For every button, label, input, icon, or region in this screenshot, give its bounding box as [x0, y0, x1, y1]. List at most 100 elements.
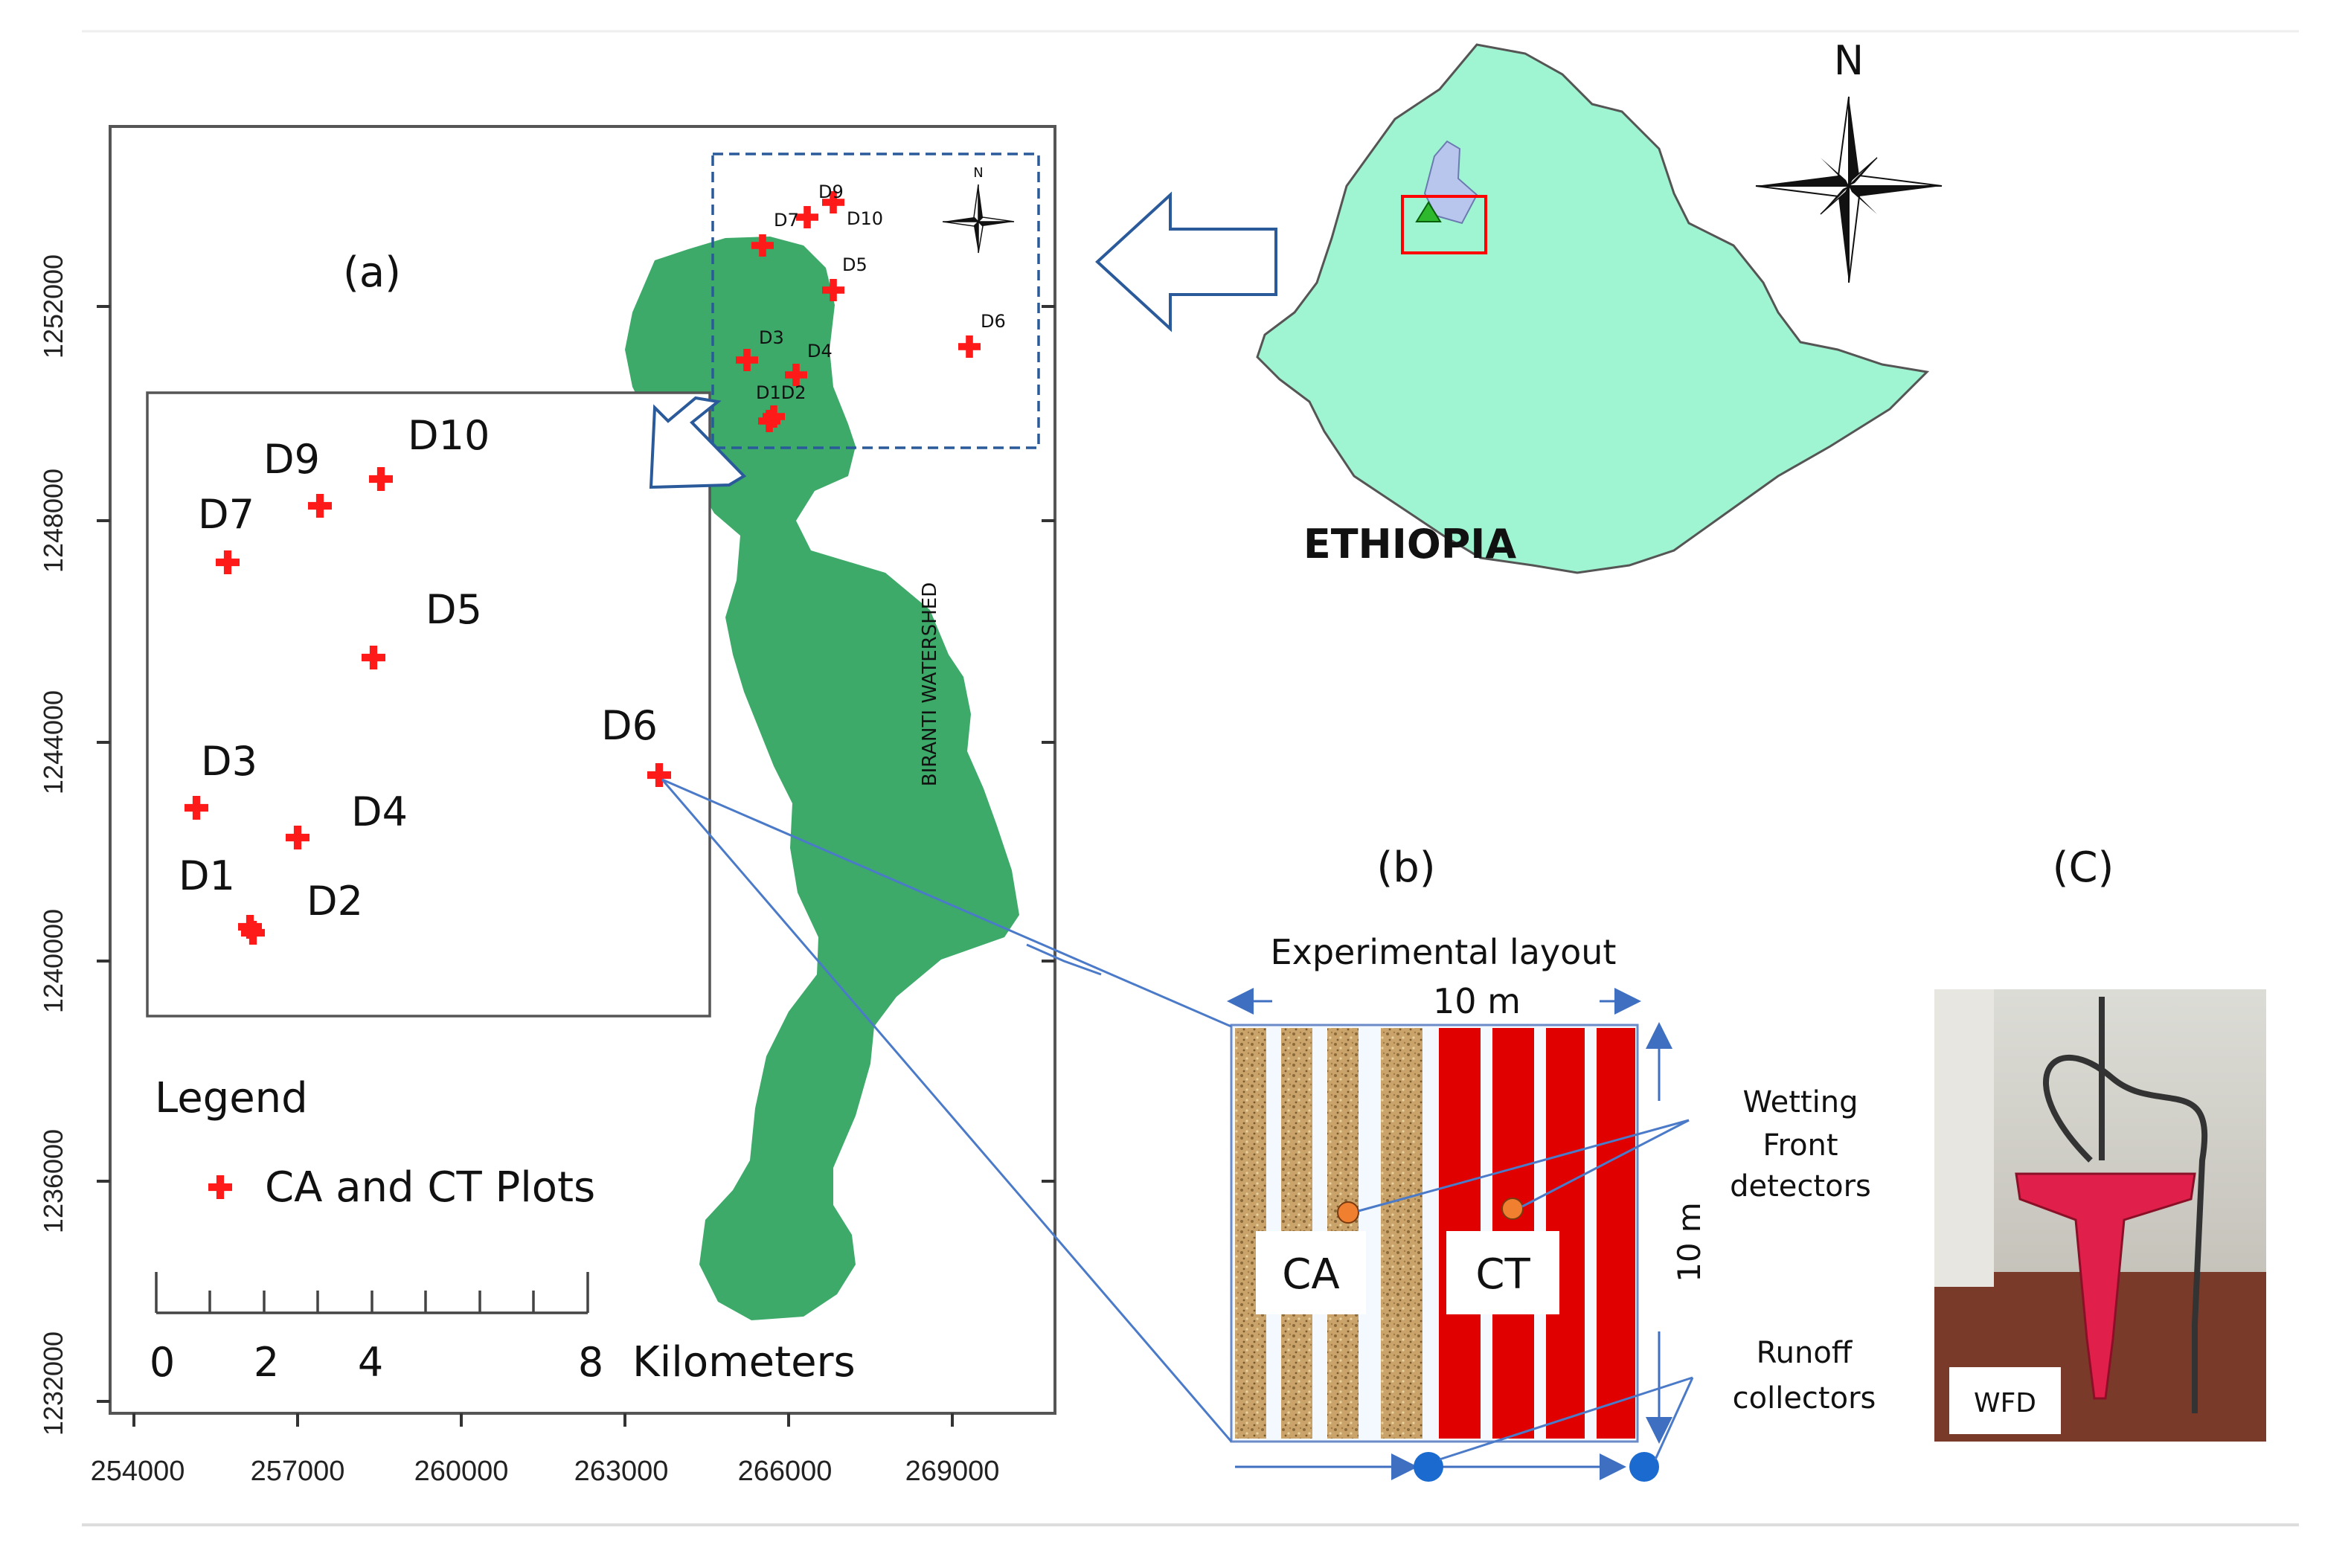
site-label-small: D3 — [759, 327, 784, 348]
ca-strip — [1381, 1028, 1423, 1439]
north-label-small: N — [973, 165, 983, 181]
site-marker-inset — [216, 550, 240, 574]
ethiopia-shape — [1256, 43, 1930, 574]
wetting-detector-ct — [1501, 1198, 1524, 1220]
inset-site-label: D10 — [408, 412, 490, 459]
site-marker-small — [958, 335, 981, 358]
y-tick-label: 1232000 — [38, 1331, 68, 1436]
site-label-small: D7 — [774, 210, 799, 231]
scale-tick: 2 — [254, 1339, 279, 1386]
site-marker-inset — [647, 763, 671, 787]
scale-tick: 8 — [578, 1339, 603, 1386]
x-tick-label: 257000 — [251, 1456, 345, 1487]
legend-item: CA and CT Plots — [265, 1163, 595, 1212]
wetting-label: detectors — [1730, 1169, 1871, 1204]
y-tick-label: 1240000 — [38, 909, 68, 1013]
site-marker-inset — [362, 646, 385, 669]
panel-label-b: (b) — [1376, 844, 1435, 892]
ca-label-box — [1256, 1231, 1366, 1314]
north-arrow-small: N — [942, 165, 1015, 254]
scale-bar — [155, 1272, 589, 1314]
x-tick-label: 266000 — [738, 1456, 833, 1487]
inset-box — [146, 391, 711, 1018]
locator-map: ETHIOPIA N — [1256, 37, 1943, 574]
locator-arrow — [1095, 191, 1277, 332]
x-tick-label: 254000 — [91, 1456, 185, 1487]
watershed-area — [625, 237, 1019, 1320]
wfd-tag: WFD — [1974, 1388, 2036, 1418]
connector-lines — [661, 778, 1233, 1442]
inset-site-label: D6 — [601, 702, 658, 749]
scale-tick: 4 — [358, 1339, 383, 1386]
small-site-markers — [736, 191, 981, 432]
scale-tick: 0 — [150, 1339, 175, 1386]
wetting-label: Wetting — [1742, 1085, 1858, 1119]
site-marker-small — [822, 191, 844, 213]
wetting-label: Front — [1763, 1128, 1838, 1163]
photo-panel: (C) WFD — [1934, 844, 2266, 1442]
site-label-small: D5 — [842, 254, 867, 275]
site-marker-small — [785, 364, 807, 386]
inset-site-label: D7 — [198, 491, 254, 538]
site-marker-small — [796, 206, 818, 228]
ct-label: CT — [1475, 1250, 1530, 1299]
site-marker-small — [763, 405, 785, 428]
inset-site-label: D2 — [307, 878, 363, 925]
wfd-cable — [2043, 997, 2208, 1413]
north-label-large: N — [1834, 37, 1864, 84]
photo-door — [1934, 989, 1994, 1287]
site-marker-inset — [185, 796, 208, 820]
ca-label: CA — [1282, 1250, 1339, 1299]
layout-title: Experimental layout — [1271, 932, 1617, 972]
height-label: 10 m — [1671, 1202, 1707, 1282]
scale-unit: Kilometers — [632, 1338, 856, 1387]
y-tick-label: 1236000 — [38, 1129, 68, 1233]
site-marker-small — [751, 234, 774, 257]
ct-strip — [1597, 1028, 1635, 1439]
watershed-label: BIRANTI WATERSHED — [919, 582, 941, 787]
site-label-small: D1D2 — [756, 382, 806, 403]
runoff-collector — [1629, 1452, 1659, 1482]
legend-title: Legend — [155, 1074, 308, 1122]
site-marker-small — [736, 349, 758, 371]
wfd-tag-box — [1949, 1367, 2061, 1434]
width-label: 10 m — [1433, 981, 1521, 1021]
site-label-small: D10 — [847, 208, 883, 229]
x-tick-label: 269000 — [905, 1456, 1000, 1487]
site-marker-inset — [286, 826, 309, 849]
zoom-arrow — [649, 396, 747, 489]
y-tick-label: 1248000 — [38, 469, 68, 573]
inset-site-label: D3 — [201, 738, 257, 785]
wfd-funnel — [2015, 1172, 2196, 1400]
inset-site-label: D4 — [351, 788, 408, 835]
runoff-collector — [1414, 1452, 1443, 1482]
wetting-detector-ca — [1337, 1201, 1359, 1224]
inset-site-markers — [185, 467, 671, 945]
x-tick-label: 263000 — [574, 1456, 669, 1487]
legend-marker-icon — [208, 1175, 232, 1199]
inset-site-label: D1 — [179, 852, 235, 899]
site-label-small: D6 — [981, 311, 1006, 332]
y-tick-label: 1244000 — [38, 690, 68, 794]
panel-label-a: (a) — [343, 248, 401, 297]
site-marker-inset — [308, 494, 332, 518]
inset-site-label: D9 — [263, 436, 320, 483]
site-marker-inset — [241, 921, 265, 945]
study-site-icon — [1415, 201, 1442, 222]
map-panel: 254000 257000 260000 263000 266000 26900… — [38, 125, 1056, 1487]
legend-plus-icon — [208, 1175, 232, 1199]
axis-ticks — [97, 305, 1055, 1427]
north-arrow-large: N — [1755, 37, 1943, 283]
x-tick-label: 260000 — [414, 1456, 509, 1487]
layout-panel: (b) Experimental layout 10 m CA CT 10 m — [1227, 844, 1876, 1482]
country-label: ETHIOPIA — [1303, 521, 1517, 568]
study-region-box — [1401, 195, 1487, 254]
y-tick-label: 1252000 — [38, 254, 68, 359]
site-marker-inset — [369, 467, 393, 491]
site-marker-small — [758, 410, 780, 432]
ct-label-box — [1446, 1231, 1559, 1314]
site-marker-small — [822, 279, 844, 301]
inset-site-label: D5 — [426, 586, 482, 633]
site-label-small: D9 — [818, 181, 844, 202]
